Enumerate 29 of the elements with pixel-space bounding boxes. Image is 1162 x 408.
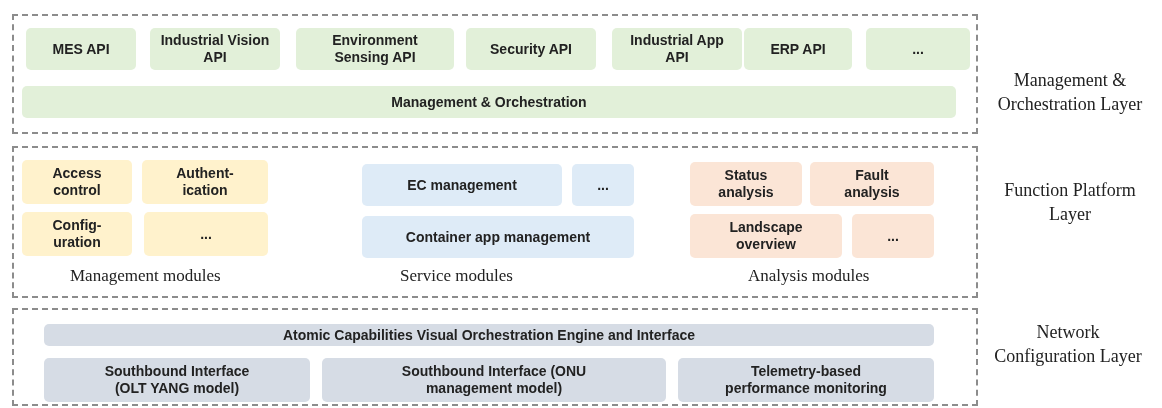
group-caption: Service modules <box>400 266 513 286</box>
module-box: Landscape overview <box>690 214 842 258</box>
module-box: Southbound Interface (OLT YANG model) <box>44 358 310 402</box>
module-box: Environment Sensing API <box>296 28 454 70</box>
module-box: Industrial Vision API <box>150 28 280 70</box>
module-box: ERP API <box>744 28 852 70</box>
module-box: Status analysis <box>690 162 802 206</box>
module-box: Config-uration <box>22 212 132 256</box>
module-box: ... <box>866 28 970 70</box>
module-box: Southbound Interface (ONU management model) <box>322 358 666 402</box>
layer-title: Network Configuration Layer <box>993 321 1143 368</box>
module-box: Security API <box>466 28 596 70</box>
module-box: ... <box>572 164 634 206</box>
group-caption: Management modules <box>70 266 221 286</box>
module-box: EC management <box>362 164 562 206</box>
module-box: Industrial App API <box>612 28 742 70</box>
module-box: Management & Orchestration <box>22 86 956 118</box>
module-box: Container app management <box>362 216 634 258</box>
module-box: MES API <box>26 28 136 70</box>
module-box: Authent-ication <box>142 160 268 204</box>
module-box: Access control <box>22 160 132 204</box>
layer-title: Function Platform Layer <box>1003 179 1137 226</box>
module-box: Fault analysis <box>810 162 934 206</box>
module-box: ... <box>852 214 934 258</box>
group-caption: Analysis modules <box>748 266 870 286</box>
layer-title: Management & Orchestration Layer <box>996 69 1144 116</box>
module-box: Telemetry-based performance monitoring <box>678 358 934 402</box>
module-box: Atomic Capabilities Visual Orchestration Engine and Interface <box>44 324 934 346</box>
module-box: ... <box>144 212 268 256</box>
